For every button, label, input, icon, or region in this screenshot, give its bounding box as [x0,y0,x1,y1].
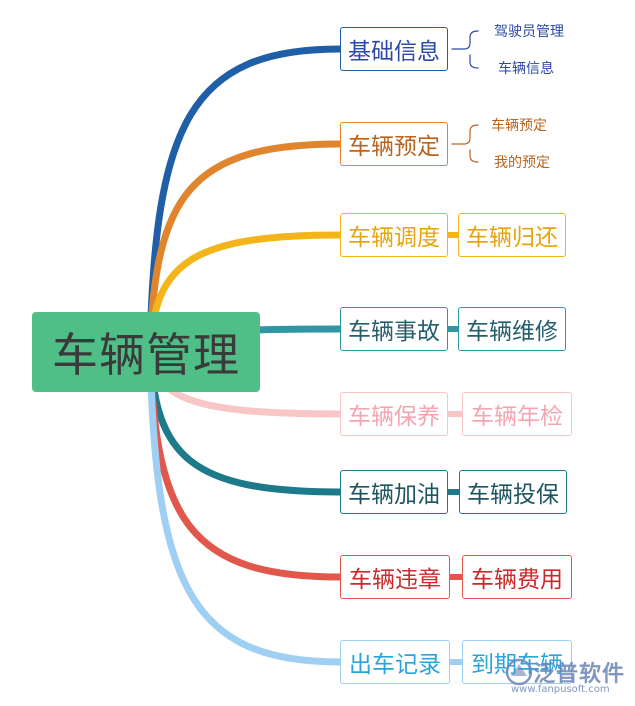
leaf-bracket [451,30,479,69]
sub-node-label: 车辆费用 [471,567,563,593]
leaf-node-vehicle-booking[interactable]: 车辆预定 [491,118,547,134]
brand-logo-icon [505,658,533,686]
brand-name: 泛普软件 [533,662,626,687]
branch-label: 车辆预定 [348,134,440,160]
sub-node-annual-inspection[interactable]: 车辆年检 [462,392,572,436]
branch-label: 基础信息 [348,39,440,65]
branch-label: 出车记录 [349,652,441,678]
leaf-node-my-bookings[interactable]: 我的预定 [494,155,550,171]
leaf-node-vehicle-info[interactable]: 车辆信息 [498,61,554,77]
brand-watermark: 泛普软件 www.fanpusoft.com [503,656,631,702]
root-node[interactable]: 车辆管理 [32,312,260,392]
branch-node-vehicle-booking[interactable]: 车辆预定 [340,122,448,166]
leaf-node-driver-management[interactable]: 驾驶员管理 [494,24,564,40]
branch-connector [146,45,344,354]
sub-node-insurance[interactable]: 车辆投保 [459,470,567,514]
branch-node-accident[interactable]: 车辆事故 [340,307,448,351]
branch-label: 车辆保养 [348,404,440,430]
branch-node-violation[interactable]: 车辆违章 [340,555,450,599]
sub-node-label: 车辆投保 [467,482,559,508]
branch-node-trip-records[interactable]: 出车记录 [340,640,450,684]
branch-label: 车辆加油 [348,482,440,508]
branch-connector [146,140,344,354]
sub-node-label: 车辆年检 [471,404,563,430]
branch-node-maintenance[interactable]: 车辆保养 [340,392,448,436]
brand-url: www.fanpusoft.com [511,684,610,695]
branch-node-basic-info[interactable]: 基础信息 [340,27,448,71]
branch-node-dispatch[interactable]: 车辆调度 [340,213,448,257]
sub-node-label: 车辆维修 [466,319,558,345]
sub-node-label: 车辆归还 [466,225,558,251]
sub-node-vehicle-repair[interactable]: 车辆维修 [458,307,566,351]
branch-label: 车辆违章 [349,567,441,593]
root-label: 车辆管理 [52,328,240,382]
branch-connector [146,346,344,666]
branch-node-refueling[interactable]: 车辆加油 [340,470,448,514]
sub-node-vehicle-expenses[interactable]: 车辆费用 [462,555,572,599]
leaf-bracket [451,124,479,163]
branch-label: 车辆调度 [348,225,440,251]
sub-node-vehicle-return[interactable]: 车辆归还 [458,213,566,257]
branch-label: 车辆事故 [348,319,440,345]
